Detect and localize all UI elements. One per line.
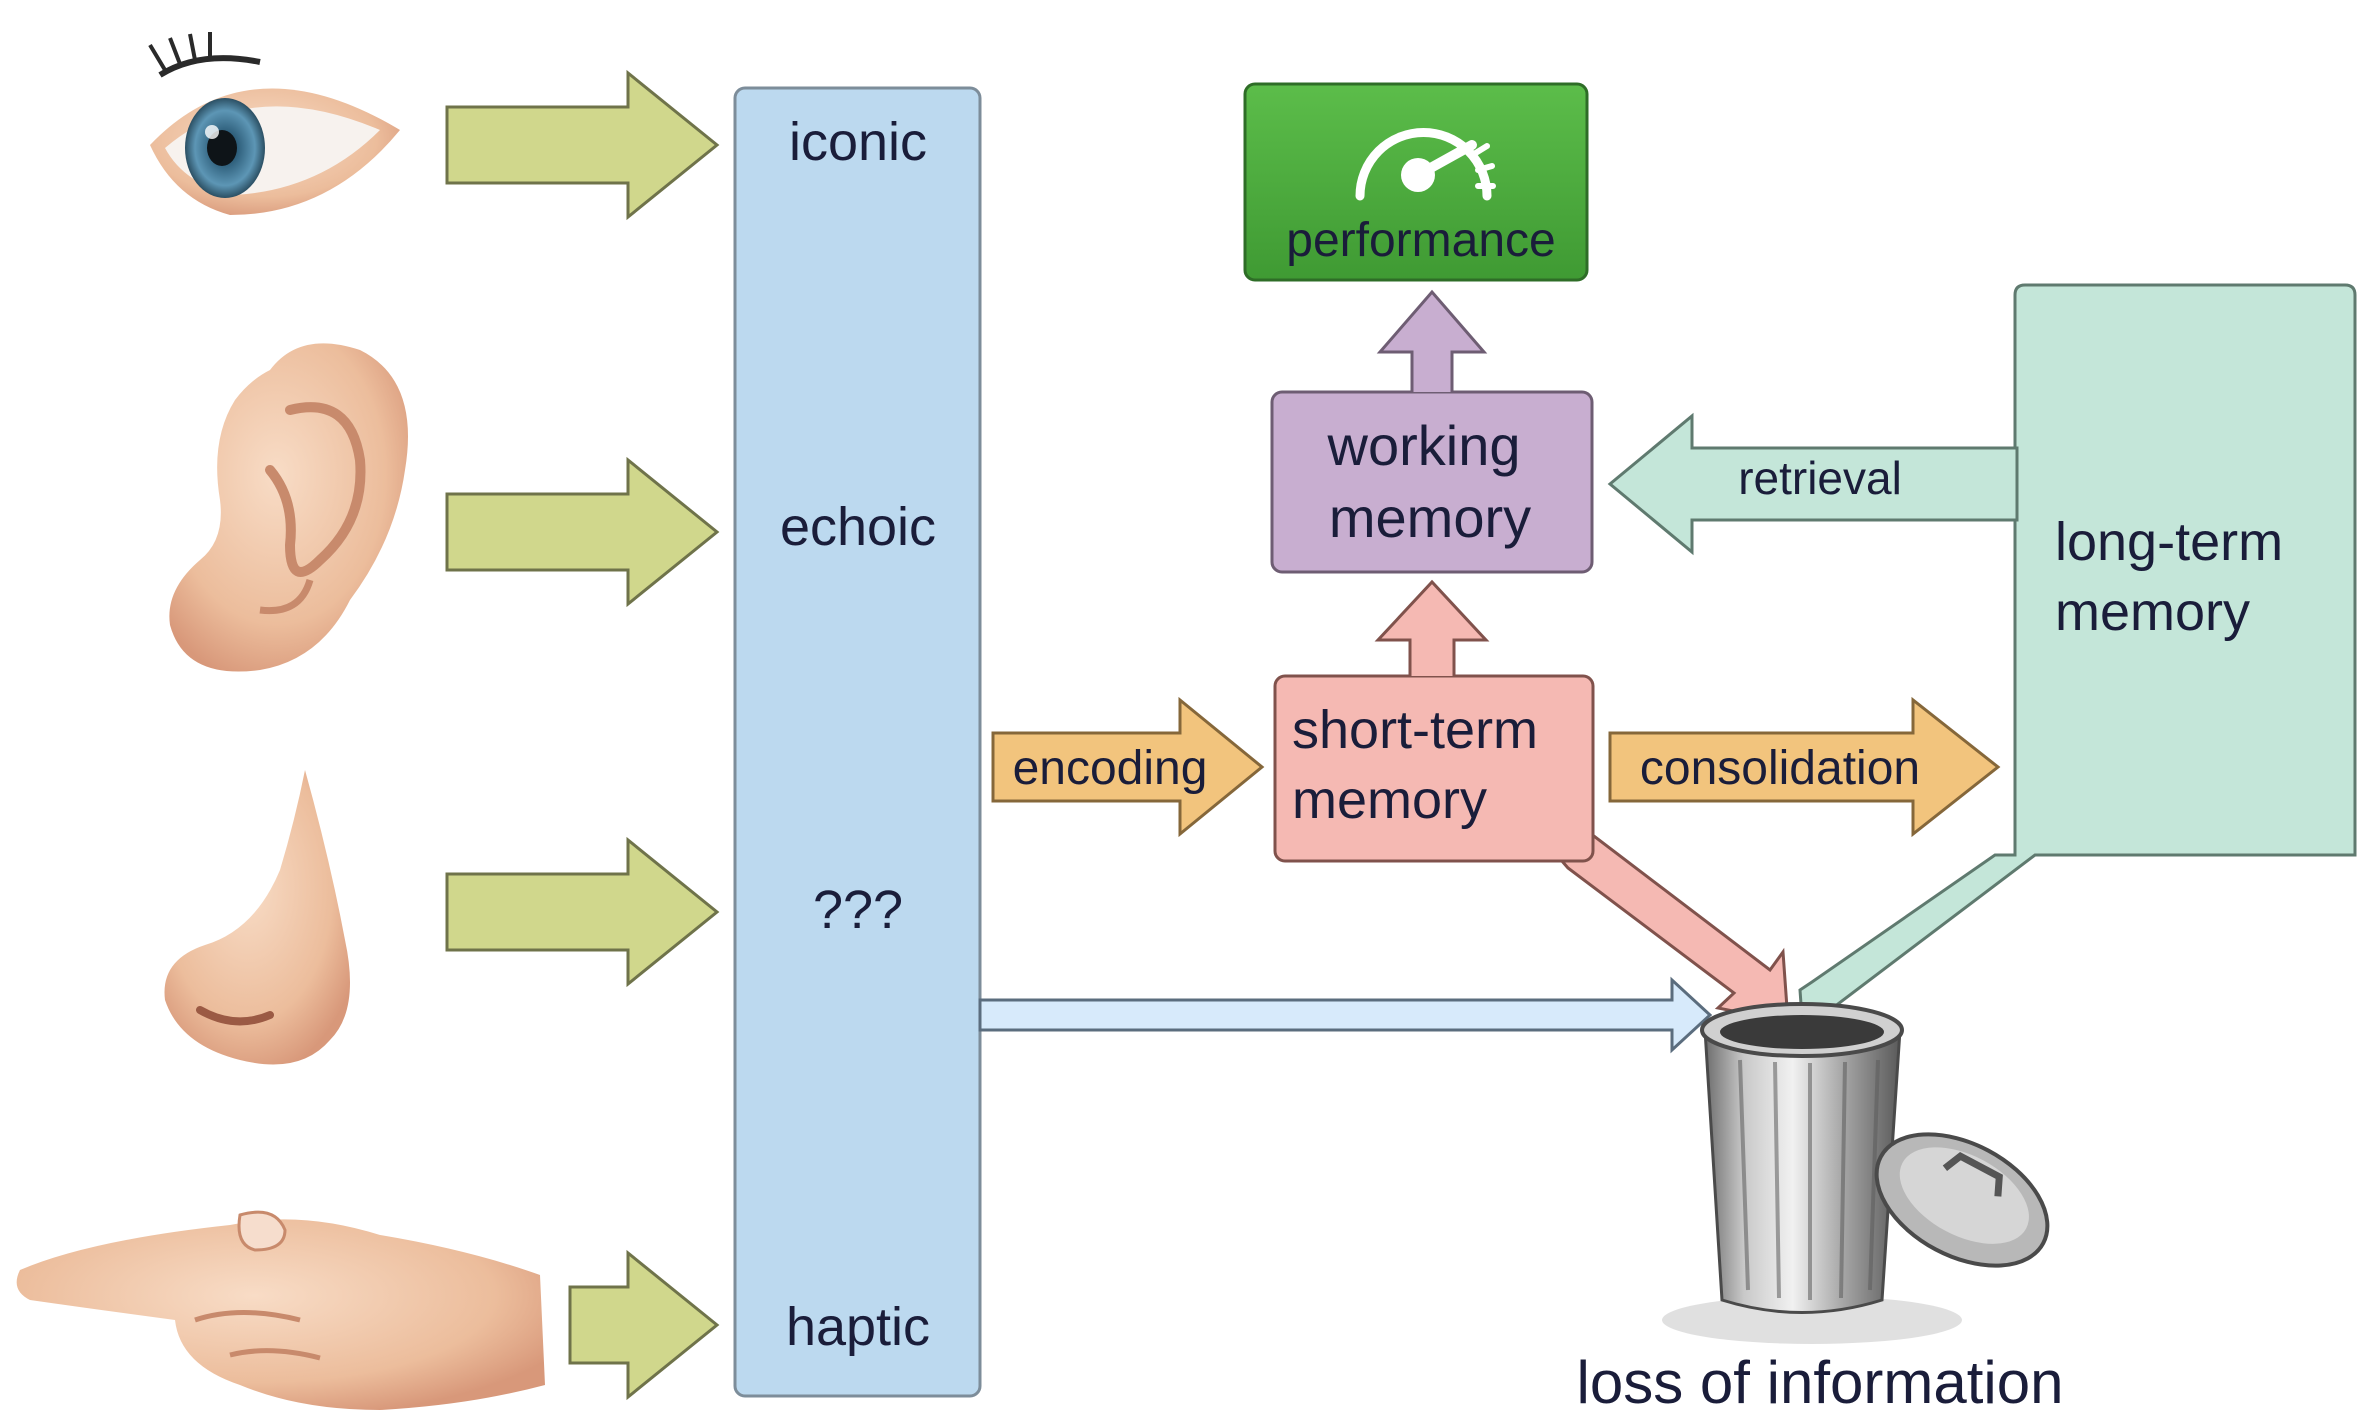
ear-to-echoic-arrow xyxy=(445,456,720,608)
speedometer-icon xyxy=(1355,128,1496,201)
haptic-label: haptic xyxy=(786,1297,930,1357)
retrieval-arrow xyxy=(1607,412,2019,556)
echoic-label: echoic xyxy=(780,497,936,557)
eye-icon xyxy=(148,32,400,215)
eye-to-iconic-arrow xyxy=(445,69,720,221)
encoding-arrow xyxy=(991,696,1265,838)
finger-to-haptic-arrow xyxy=(568,1249,720,1401)
loss-of-information-label: loss of information xyxy=(1577,1349,2064,1416)
long-term-memory-box xyxy=(1798,283,2357,1024)
nose-icon xyxy=(164,770,350,1065)
long-term-line2: memory xyxy=(2055,582,2250,642)
consolidation-label: consolidation xyxy=(1640,742,1920,795)
long-term-line1: long-term xyxy=(2055,512,2283,572)
performance-label: performance xyxy=(1286,214,1555,267)
sense-arrows xyxy=(445,69,720,1401)
unknown-sense-label: ??? xyxy=(813,880,903,940)
short-term-line2: memory xyxy=(1292,770,1487,830)
finger-icon xyxy=(16,1210,545,1410)
short-to-working-arrow xyxy=(1374,579,1490,676)
short-term-line1: short-term xyxy=(1292,700,1538,760)
ear-icon xyxy=(169,343,408,672)
working-to-performance-arrow xyxy=(1376,289,1488,392)
consolidation-arrow xyxy=(1608,696,2001,838)
retrieval-label: retrieval xyxy=(1738,452,1902,504)
trash-can-icon xyxy=(1662,1002,2050,1344)
nose-to-unknown-arrow xyxy=(445,836,720,988)
sensory-loss-arrow xyxy=(978,976,1713,1054)
iconic-label: iconic xyxy=(789,112,927,172)
sensory-memory-box xyxy=(733,86,982,1398)
working-memory-line2: memory xyxy=(1329,486,1531,549)
encoding-label: encoding xyxy=(1013,742,1208,795)
working-memory-line1: working xyxy=(1327,414,1521,477)
